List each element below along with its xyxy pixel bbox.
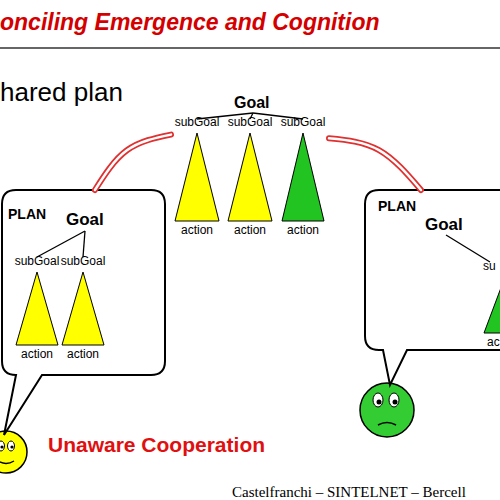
plan-link	[329, 138, 421, 190]
slide-title: onciling Emergence and Cognition	[0, 9, 500, 35]
smiley-pupil	[393, 400, 398, 405]
triangle-outline	[61, 271, 105, 346]
smiley-eye	[8, 441, 15, 451]
smiley-mouth	[378, 423, 396, 426]
tree-branch	[197, 113, 253, 119]
goal-label: Goal	[425, 215, 463, 235]
smiley-face	[0, 431, 27, 473]
yellow-smiley	[0, 431, 27, 473]
subgoal-triangle: subGoal action	[13, 255, 61, 364]
smiley-mouth	[0, 461, 14, 464]
subgoal-label: subGoal	[13, 255, 61, 269]
plan-link	[95, 135, 171, 190]
triangle-outline	[483, 276, 500, 334]
goal-label: Goal	[66, 210, 104, 230]
smiley-eye	[389, 393, 399, 407]
tree-branch	[446, 235, 490, 262]
plan-triangle	[282, 133, 324, 221]
link-outline	[95, 135, 171, 190]
subgoal-label: su	[483, 260, 500, 274]
smiley-pupil	[10, 445, 13, 448]
plan-heading: PLAN	[378, 198, 416, 214]
link-outline	[329, 138, 421, 190]
smiley-face	[360, 383, 414, 437]
triangle-outline	[174, 132, 220, 222]
action-label: action	[224, 224, 276, 238]
speech-bubble: PLAN Goal subGoal action subGoal action	[2, 190, 165, 375]
plan-triangle	[228, 133, 272, 221]
bubble-shape	[2, 190, 165, 435]
triangle-outline	[281, 132, 325, 222]
triangle-outline	[15, 271, 59, 346]
plan-heading: PLAN	[8, 206, 46, 222]
subgoal-triangle: su ac	[483, 260, 500, 352]
green-smiley	[360, 383, 414, 437]
subgoal-label: subGoal	[59, 255, 107, 269]
action-label: action	[171, 224, 223, 238]
subgoal-label: subGoal	[224, 116, 276, 130]
subgoal-triangle: subGoal action	[224, 116, 276, 240]
cooperation-label: Unaware Cooperation	[48, 433, 265, 457]
triangle-outline	[227, 132, 273, 222]
tree-branch	[83, 231, 85, 257]
tree-branch	[250, 113, 253, 119]
plan-triangle	[62, 272, 104, 345]
section-heading: hared plan	[0, 78, 123, 108]
tree-branch	[253, 113, 303, 119]
plan-triangle	[16, 272, 58, 345]
title-rule	[0, 47, 500, 49]
bubble-shape	[365, 190, 500, 385]
tree-branch	[37, 231, 85, 257]
smiley-pupil	[377, 400, 382, 405]
goal-label: Goal	[234, 94, 270, 112]
subgoal-triangle: subGoal action	[59, 255, 107, 364]
smiley-pupil	[0, 445, 3, 448]
subgoal-triangle: subGoal action	[171, 116, 223, 240]
plan-triangle	[484, 277, 500, 333]
action-label: ac	[487, 336, 500, 350]
smiley-eye	[373, 393, 383, 407]
speech-bubble: PLAN Goal su ac	[365, 190, 500, 350]
action-label: action	[13, 348, 61, 362]
subgoal-label: subGoal	[277, 116, 329, 130]
action-label: action	[59, 348, 107, 362]
subgoal-label: subGoal	[171, 116, 223, 130]
subgoal-triangle: subGoal action	[277, 116, 329, 240]
link-core	[95, 135, 171, 190]
footer-credit: Castelfranchi – SINTELNET – Bercell	[232, 484, 466, 500]
action-label: action	[277, 224, 329, 238]
plan-triangle	[175, 133, 219, 221]
smiley-eye	[0, 441, 5, 451]
link-core	[329, 138, 421, 190]
